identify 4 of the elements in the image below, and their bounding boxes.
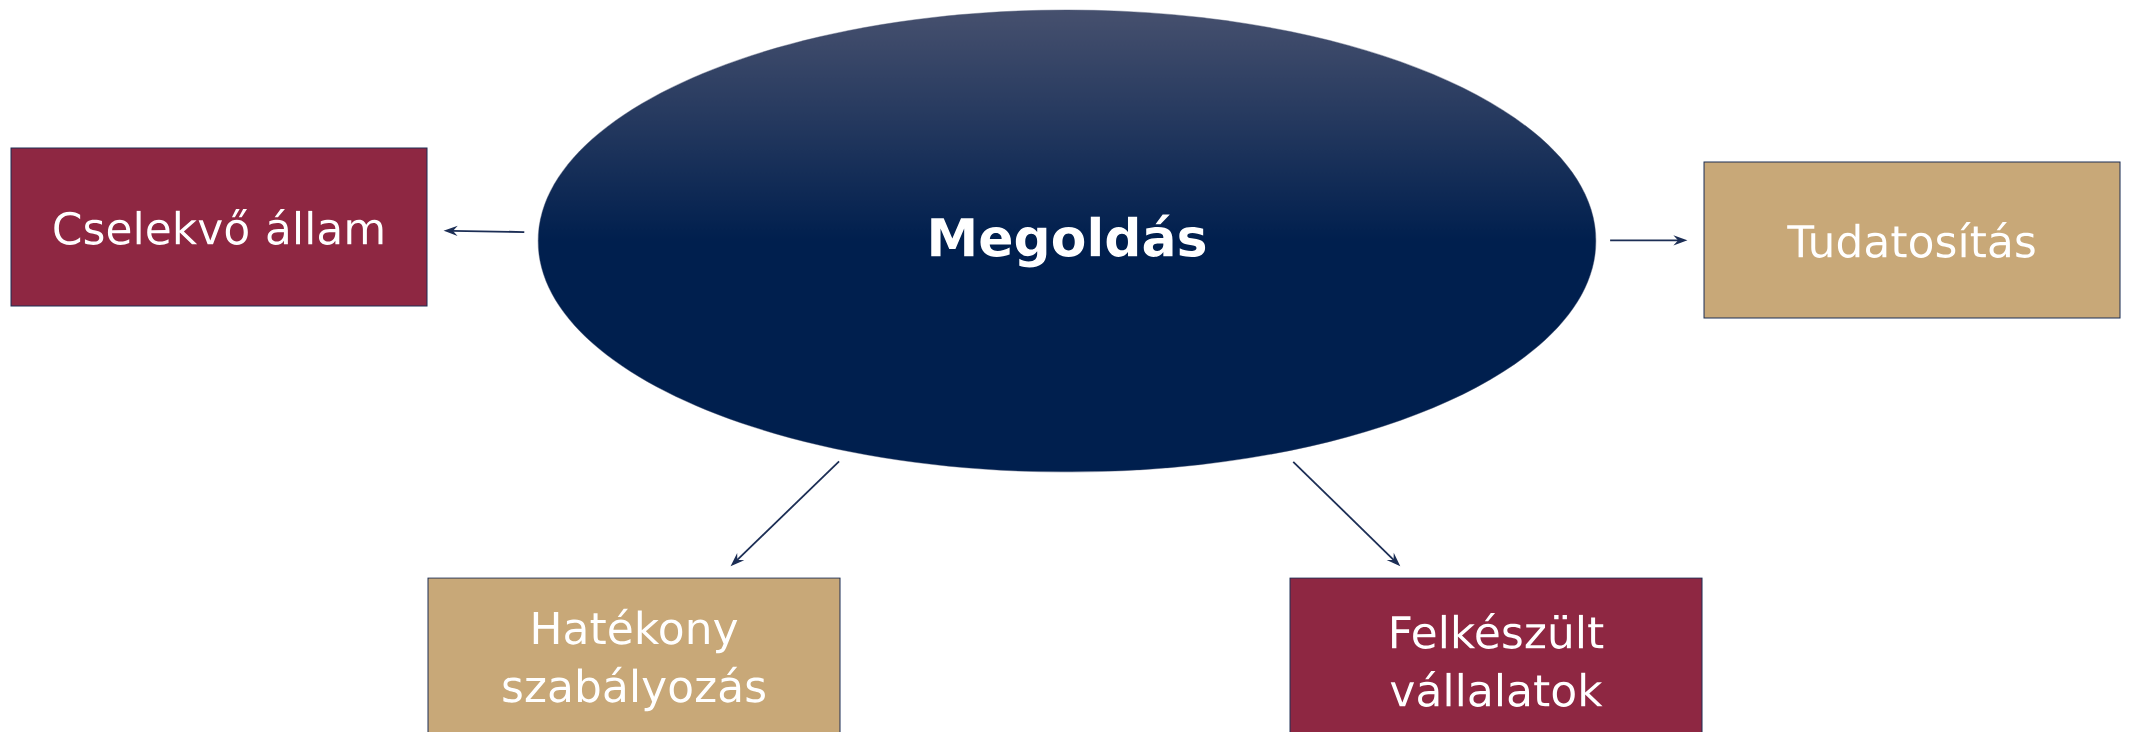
- topic-box: Hatékony szabályozás: [427, 577, 841, 732]
- topic-box: Felkészült vállalatok: [1289, 577, 1703, 732]
- topic-box: Cselekvő állam: [10, 147, 428, 307]
- topic-box: Tudatosítás: [1703, 161, 2121, 319]
